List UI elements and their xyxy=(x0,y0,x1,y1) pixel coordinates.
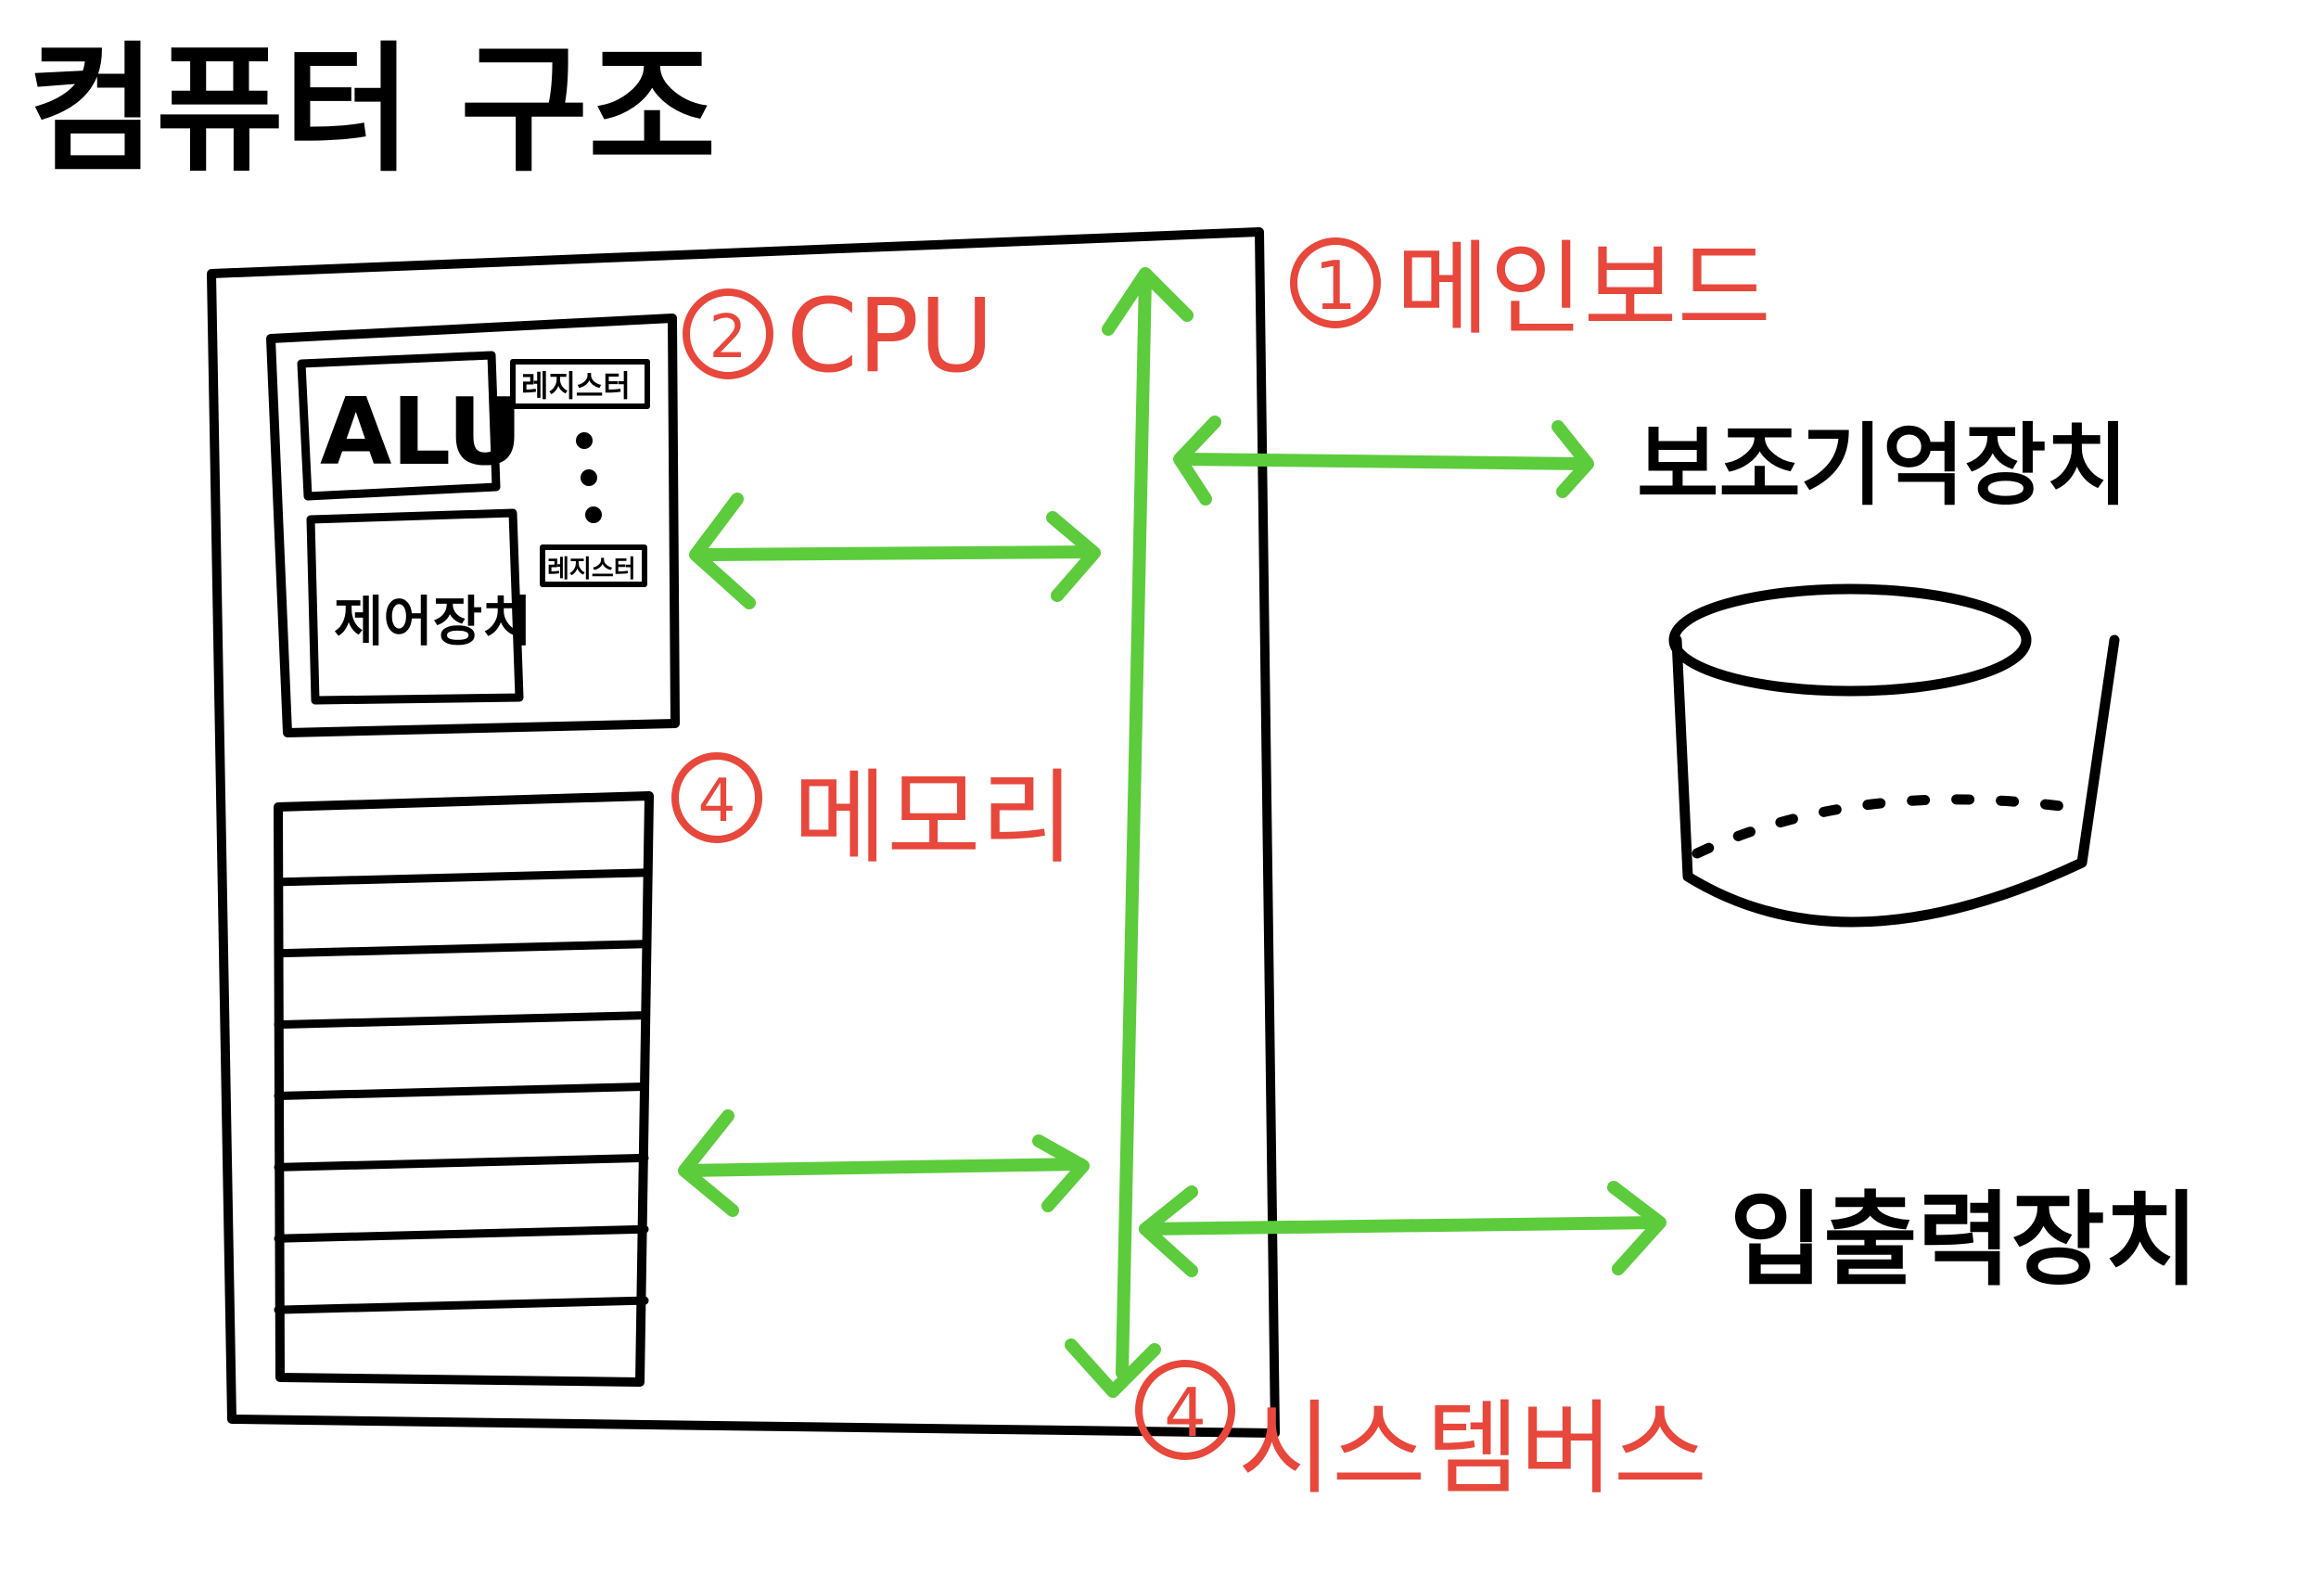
alu-label: ALU xyxy=(320,378,523,486)
memory-number: 4 xyxy=(698,767,736,836)
system-bus-arrowhead-top xyxy=(1102,267,1194,336)
cylinder-body xyxy=(1671,634,2120,928)
memory-slot-divider xyxy=(274,940,649,958)
memory-text: 메모리 xyxy=(793,759,1075,877)
storage-bus-arrowhead-left xyxy=(1173,416,1221,506)
cpu-number-circle xyxy=(683,288,773,379)
register-bottom-box xyxy=(540,544,647,587)
control-unit-label: 제어장치 xyxy=(334,590,531,653)
register-top-box xyxy=(510,359,650,409)
memory-slot-divider xyxy=(274,1296,649,1314)
register-top-label: 레지스터 xyxy=(521,368,631,403)
system-bus-arrowhead-bottom xyxy=(1065,1338,1161,1398)
memory-slot-divider xyxy=(274,1153,649,1172)
cpu-bus-arrowhead-left xyxy=(689,493,756,609)
register-bottom-label: 레지스터 xyxy=(547,556,636,583)
system-bus-line xyxy=(1116,272,1152,1379)
memory-slot-divider xyxy=(274,868,649,887)
cpu-text: CPU xyxy=(786,276,994,395)
alu-box xyxy=(297,351,501,501)
memory-slot-divider xyxy=(274,1011,649,1030)
memory-bus-arrow xyxy=(680,1158,1087,1177)
io-bus-arrowhead-right xyxy=(1607,1181,1666,1275)
cpu-box xyxy=(266,314,680,737)
register-ellipsis-dot xyxy=(585,506,602,523)
cylinder-top xyxy=(1668,583,2032,697)
secondary-storage-label: 보조기억장치 xyxy=(1637,414,2128,518)
cylinder-hidden-edge xyxy=(1692,794,2074,859)
cpu-number: 2 xyxy=(709,303,747,372)
memory-box xyxy=(274,791,654,1387)
mainboard-label: 1 메인보드 xyxy=(1290,230,1771,349)
register-ellipsis-dot xyxy=(576,432,593,449)
system-bus-number: 4 xyxy=(1164,1374,1207,1452)
storage-bus-arrow xyxy=(1176,453,1592,470)
storage-cylinder-icon xyxy=(1668,583,2120,928)
memory-number-circle xyxy=(671,752,762,843)
mainboard-text: 메인보드 xyxy=(1396,230,1771,349)
control-unit-box xyxy=(306,508,524,705)
io-bus-arrow xyxy=(1139,1216,1662,1236)
memory-bus-arrowhead-left xyxy=(678,1109,739,1217)
mainboard-box xyxy=(207,227,1280,1438)
cpu-bus-arrow xyxy=(694,545,1099,561)
mainboard-number: 1 xyxy=(1314,247,1357,325)
system-bus-text: 시스템버스 xyxy=(1238,1390,1707,1508)
diagram-title: 컴퓨터 구조 xyxy=(28,30,716,191)
memory-label: 4 메모리 xyxy=(671,752,1075,877)
memory-bus-arrowhead-right xyxy=(1032,1134,1090,1212)
storage-bus-arrowhead-right xyxy=(1551,420,1594,498)
cpu-label: 2 CPU xyxy=(683,276,994,395)
mainboard-number-circle xyxy=(1290,237,1381,328)
io-device-label: 입출력장치 xyxy=(1730,1181,2199,1300)
system-bus-number-circle xyxy=(1135,1360,1235,1460)
cpu-bus-arrowhead-right xyxy=(1046,511,1101,602)
memory-slot-divider xyxy=(274,1224,649,1243)
memory-slot-divider xyxy=(274,1082,649,1100)
register-ellipsis-dot xyxy=(581,469,597,486)
io-bus-arrowhead-left xyxy=(1139,1185,1198,1277)
system-bus-label: 4 시스템버스 xyxy=(1135,1360,1707,1508)
memory-slot-dividers xyxy=(274,868,649,1314)
